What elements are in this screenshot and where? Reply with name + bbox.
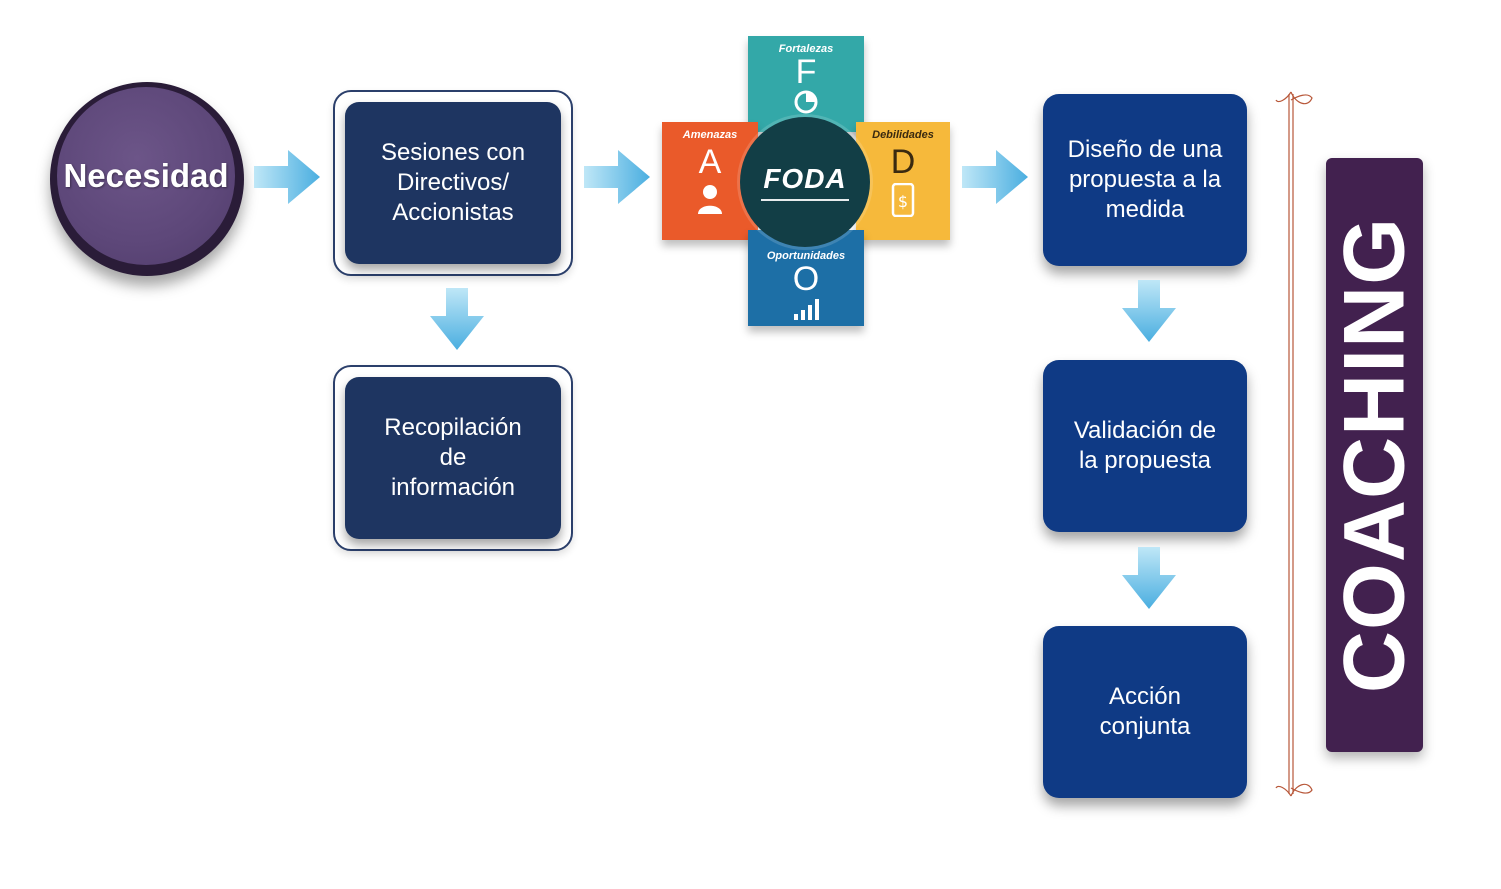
foda-oportunidades-label: Oportunidades (766, 250, 846, 262)
coaching-label: COACHING (1326, 216, 1422, 694)
arrow-right-icon (584, 150, 650, 204)
step-accion: Acción conjunta (1043, 626, 1247, 798)
foda-title: FODA (763, 163, 847, 194)
pie-chart-icon (794, 90, 818, 114)
foda-underline (761, 199, 849, 201)
arrow-right-icon (962, 150, 1028, 204)
step-validacion-label: Validación de la propuesta (1073, 417, 1217, 474)
step-validacion: Validación de la propuesta (1043, 360, 1247, 532)
decorative-divider (1275, 91, 1313, 797)
step-diseno: Diseño de una propuesta a la medida (1043, 94, 1247, 266)
arrow-down-icon (1122, 280, 1176, 342)
foda-fortalezas-label: Fortalezas (778, 43, 834, 55)
step-sesiones-box: Sesiones con Directivos/ Accionistas (345, 102, 561, 264)
foda-amenazas-label: Amenazas (682, 129, 738, 141)
foda-debilidades-label: Debilidades (872, 129, 934, 141)
start-node-label: Necesidad (63, 157, 229, 194)
step-accion-label: Acción conjunta (1099, 683, 1191, 740)
bar-growth-icon (794, 299, 819, 320)
step-sesiones: Sesiones con Directivos/ Accionistas (333, 90, 573, 276)
foda-debilidades: Debilidades D $ (856, 122, 950, 240)
arrow-down-icon (430, 288, 484, 350)
person-icon (698, 185, 722, 214)
phone-dollar-icon: $ (891, 183, 915, 217)
start-node-circle: Necesidad (50, 82, 244, 276)
foda-fortalezas-letter: F (795, 53, 817, 91)
foda-amenazas-letter: A (698, 143, 722, 181)
step-diseno-label: Diseño de una propuesta a la medida (1067, 136, 1223, 223)
foda-center: FODA (740, 117, 870, 247)
foda-fortalezas: Fortalezas F (748, 36, 864, 132)
svg-text:$: $ (898, 192, 908, 211)
coaching-banner: COACHING (1326, 158, 1423, 752)
foda-debilidades-letter: D (890, 143, 916, 181)
start-node-inner: Necesidad (57, 87, 235, 265)
step-sesiones-label: Sesiones con Directivos/ Accionistas (380, 139, 526, 226)
step-recopilacion-box: Recopilación de información (345, 377, 561, 539)
step-recopilacion: Recopilación de información (333, 365, 573, 551)
step-recopilacion-label: Recopilación de información (384, 414, 522, 501)
arrow-right-icon (254, 150, 320, 204)
arrow-down-icon (1122, 547, 1176, 609)
foda-oportunidades-letter: O (792, 260, 820, 298)
